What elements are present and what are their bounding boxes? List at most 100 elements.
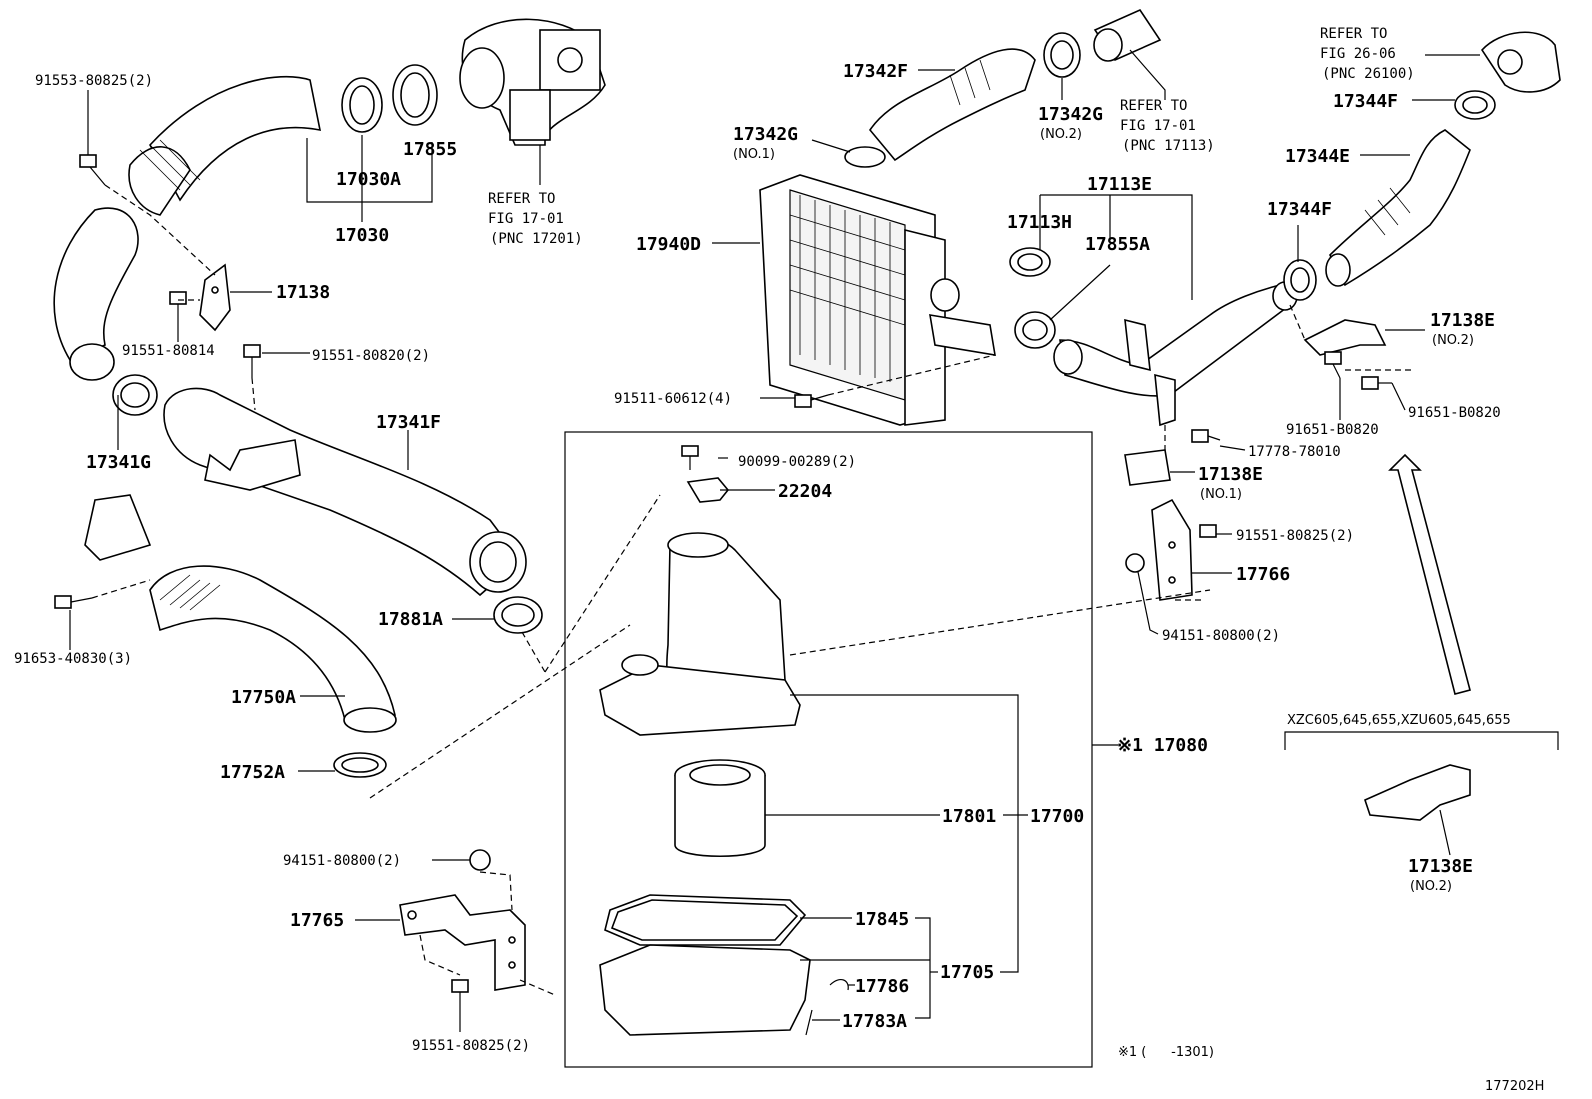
ref-turbo-line2: FIG 17-01 [488, 211, 564, 227]
label-17765: 17765 [290, 910, 344, 931]
label-91551-80814: 91551-80814 [122, 343, 215, 359]
clip-17786 [829, 978, 849, 991]
label-17700: 17700 [1030, 806, 1084, 827]
bolt-91653 [54, 595, 93, 609]
label-17801: 17801 [942, 806, 996, 827]
bolt-91651-a [1324, 351, 1342, 379]
bolt-91551-80814 [169, 291, 187, 320]
variant-bracket-line [1284, 731, 1559, 750]
label-17342F: 17342F [843, 61, 908, 82]
bracket-17138E-no2 [1303, 319, 1387, 356]
label-91651-B0820-a: 91651-B0820 [1286, 422, 1379, 438]
label-17344F-upper: 17344F [1333, 91, 1398, 112]
label-91551-80825-b: 91551-80825(2) [412, 1038, 530, 1054]
clamp-17344F-upper [1454, 90, 1496, 120]
bracket-17138E-variant [1364, 764, 1471, 821]
label-94151-80800-b: 94151-80800(2) [1162, 628, 1280, 644]
clamp-17344F-lower [1283, 259, 1317, 301]
direction-arrow [1388, 453, 1471, 695]
leader-lines [69, 49, 1480, 1032]
label-91553-80825: 91553-80825(2) [35, 73, 153, 89]
label-17138E-variant-suffix: (NO.2) [1410, 879, 1452, 894]
filter-element-17801 [674, 759, 766, 857]
bolt-91553 [79, 154, 106, 186]
pipe-end-17113-ref [1093, 8, 1162, 62]
label-17783A: 17783A [842, 1011, 907, 1032]
label-91551-80825-c: 91551-80825(2) [1236, 528, 1354, 544]
sensor-22204 [686, 477, 730, 503]
label-17080: ※1 17080 [1117, 735, 1208, 756]
bracket-17138 [199, 263, 231, 332]
pipe-17113E [1053, 281, 1298, 427]
nut-94151-b [1125, 553, 1145, 573]
label-94151-80800-a: 94151-80800(2) [283, 853, 401, 869]
label-17138E-no2-suffix: (NO.2) [1432, 333, 1474, 348]
figure-code: 177202H [1485, 1079, 1544, 1094]
clamp-17030A [341, 77, 383, 133]
label-17138: 17138 [276, 282, 330, 303]
label-17786: 17786 [855, 976, 909, 997]
hose-17342F [869, 48, 1036, 162]
label-17138E-variant: 17138E [1408, 856, 1473, 877]
clamp-17342G-no2 [1043, 32, 1081, 78]
bolt-17778 [1191, 429, 1221, 443]
turbocharger [459, 18, 606, 146]
bolt-91551-80825-b [451, 979, 469, 1010]
bolt-91511 [794, 394, 829, 408]
bracket-17138E-no1 [1124, 449, 1171, 486]
gasket-17845 [604, 894, 807, 946]
label-17845: 17845 [855, 909, 909, 930]
label-17341G: 17341G [86, 452, 151, 473]
clamp-17341G [112, 374, 158, 416]
air-cleaner-case [599, 944, 811, 1036]
label-17113E: 17113E [1087, 174, 1152, 195]
label-17342G-no2-suffix: (NO.2) [1040, 127, 1082, 142]
nut-94151-a [469, 849, 491, 871]
bolt-91651-b [1361, 376, 1392, 390]
label-17705: 17705 [940, 962, 994, 983]
callout-labels: 91553-80825(2) 17030A 17855 17030 17138 … [14, 26, 1544, 1094]
label-17855A: 17855A [1085, 234, 1150, 255]
variant-note: XZC605,645,655,XZU605,645,655 [1287, 713, 1511, 728]
label-17342G-no1: 17342G [733, 124, 798, 145]
bracket-17766 [1151, 498, 1193, 601]
label-91551-80820: 91551-80820(2) [312, 348, 430, 364]
ref-turbo-line3: (PNC 17201) [490, 231, 583, 247]
clamp-17342G-no1 [844, 146, 886, 168]
label-17138E-no2: 17138E [1430, 310, 1495, 331]
hose-17855A [1014, 311, 1056, 349]
label-17855: 17855 [403, 139, 457, 160]
ref-throttle-line2: FIG 26-06 [1320, 46, 1396, 62]
clamp-17113H [1009, 247, 1051, 277]
ref-pipe-line2: FIG 17-01 [1120, 118, 1196, 134]
label-17030A: 17030A [336, 169, 401, 190]
label-17750A: 17750A [231, 687, 296, 708]
ref-pipe-line3: (PNC 17113) [1122, 138, 1215, 154]
label-91653-40830: 91653-40830(3) [14, 651, 132, 667]
throttle-body [1480, 31, 1561, 93]
clamp-17881A [493, 596, 543, 634]
label-17138E-no1: 17138E [1198, 464, 1263, 485]
pipe-17341F [163, 387, 527, 597]
label-17344E: 17344E [1285, 146, 1350, 167]
label-91511-60612: 91511-60612(4) [614, 391, 732, 407]
screw-90099 [681, 445, 699, 470]
label-17341F: 17341F [376, 412, 441, 433]
label-17766: 17766 [1236, 564, 1290, 585]
label-17138E-no1-suffix: (NO.1) [1200, 487, 1242, 502]
dashed-lines [91, 184, 1415, 996]
ref-throttle-line1: REFER TO [1320, 26, 1387, 42]
bracket-17765 [399, 894, 526, 991]
pin-17783A [805, 1009, 813, 1036]
footnote: ※1 ( -1301) [1118, 1045, 1214, 1060]
label-17342G-no2: 17342G [1038, 104, 1103, 125]
label-17342G-no1-suffix: (NO.1) [733, 147, 775, 162]
ref-throttle-line3: (PNC 26100) [1322, 66, 1415, 82]
intercooler-17940D [759, 174, 996, 426]
ref-pipe-line1: REFER TO [1120, 98, 1187, 114]
intake-hose-upper-left [53, 75, 322, 381]
label-17113H: 17113H [1007, 212, 1072, 233]
clamp-17752A [333, 752, 387, 778]
label-91651-B0820-b: 91651-B0820 [1408, 405, 1501, 421]
